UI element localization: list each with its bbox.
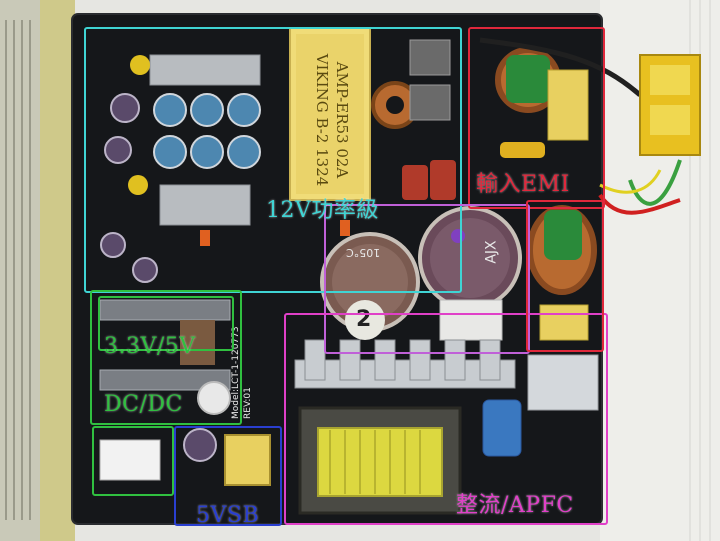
region-12v-power-stage [84,27,462,293]
region-emi-lower [526,200,604,352]
label-12v-power-stage: 12V功率級 [266,198,379,223]
label-dcdc-voltage: 3.3V/5V [104,334,196,359]
label-5vsb: 5VSB [196,503,260,528]
region-dcdc [90,290,242,425]
region-bottom-left-green [92,426,174,496]
label-dcdc-type: DC/DC [104,392,183,417]
region-5vsb [174,426,282,526]
region-input-emi [468,27,605,209]
label-apfc: 整流/APFC [456,493,574,518]
model-line2: REV:01 [243,387,253,419]
region-dcdc-inner [98,296,234,351]
region-bulk-caps [324,204,530,354]
label-input-emi: 輸入EMI [476,172,570,197]
region-apfc [284,313,608,525]
